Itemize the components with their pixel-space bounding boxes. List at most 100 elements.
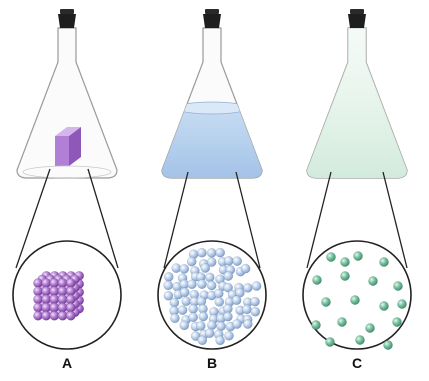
liquid-particle bbox=[198, 336, 207, 345]
gas-particle bbox=[393, 281, 402, 290]
liquid-particle bbox=[197, 280, 206, 289]
liquid-particle bbox=[201, 263, 210, 272]
solid-particle bbox=[33, 303, 42, 312]
label-b: B bbox=[197, 355, 227, 371]
solid-particle bbox=[66, 278, 75, 287]
gas-particle bbox=[321, 297, 330, 306]
liquid-particle bbox=[223, 312, 232, 321]
liquid-particle bbox=[205, 329, 214, 338]
liquid-particle bbox=[205, 273, 214, 282]
liquid-particle bbox=[180, 264, 189, 273]
gas-particle bbox=[337, 317, 346, 326]
solid-particle bbox=[33, 287, 42, 296]
liquid-particle bbox=[164, 272, 173, 281]
liquid-particle bbox=[233, 257, 242, 266]
liquid-particle bbox=[189, 304, 198, 313]
liquid-particle bbox=[187, 257, 196, 266]
solid-particle bbox=[50, 311, 59, 320]
solid-particle bbox=[42, 311, 51, 320]
gas-particle bbox=[379, 257, 388, 266]
gas-particle bbox=[392, 317, 401, 326]
liquid-particle bbox=[242, 305, 251, 314]
liquid-particle bbox=[214, 289, 223, 298]
flask-c-stopper bbox=[348, 9, 366, 28]
liquid-particle bbox=[164, 281, 173, 290]
liquid-particle bbox=[187, 280, 196, 289]
liquid-particle bbox=[216, 336, 225, 345]
solid-particle bbox=[58, 303, 67, 312]
solid-particle bbox=[66, 311, 75, 320]
liquid-particle bbox=[182, 297, 191, 306]
solid-particle bbox=[42, 278, 51, 287]
liquid-particle bbox=[252, 281, 261, 290]
gas-particle bbox=[383, 340, 392, 349]
liquid-particle bbox=[217, 322, 226, 331]
gas-particle bbox=[350, 295, 359, 304]
liquid-particle bbox=[189, 313, 198, 322]
gas-particle bbox=[340, 257, 349, 266]
flask-b bbox=[150, 9, 280, 188]
gas-particle bbox=[355, 335, 364, 344]
solid-particle bbox=[33, 295, 42, 304]
gas-particle bbox=[379, 301, 388, 310]
liquid-particle bbox=[243, 319, 252, 328]
liquid-particle bbox=[215, 297, 224, 306]
solid-particle bbox=[33, 278, 42, 287]
label-a: A bbox=[52, 355, 82, 371]
liquid-particle bbox=[207, 321, 216, 330]
gas-particle bbox=[311, 320, 320, 329]
flask-a-stopper bbox=[58, 9, 76, 28]
flask-a bbox=[17, 9, 117, 178]
gas-particle bbox=[340, 271, 349, 280]
gas-particle bbox=[353, 251, 362, 260]
solid-particle bbox=[42, 295, 51, 304]
liquid-particle bbox=[180, 321, 189, 330]
solid-particle bbox=[33, 311, 42, 320]
solid-particle bbox=[66, 295, 75, 304]
liquid-particle bbox=[241, 264, 250, 273]
liquid-particle bbox=[216, 248, 225, 257]
liquid-particle bbox=[251, 307, 260, 316]
liquid-particle bbox=[207, 248, 216, 257]
solid-particle bbox=[42, 287, 51, 296]
liquid-particle bbox=[196, 321, 205, 330]
liquid-particle bbox=[172, 264, 181, 273]
solid-particle bbox=[58, 311, 67, 320]
solid-particle bbox=[66, 303, 75, 312]
gas-particle bbox=[365, 323, 374, 332]
liquid-particle bbox=[232, 319, 241, 328]
flask-b-stopper bbox=[203, 9, 221, 28]
label-c: C bbox=[342, 355, 372, 371]
solid-particle bbox=[50, 295, 59, 304]
liquid-particle bbox=[224, 256, 233, 265]
liquid-particle bbox=[243, 283, 252, 292]
solid-particle bbox=[66, 287, 75, 296]
liquid-particle bbox=[180, 288, 189, 297]
solid-particle bbox=[42, 303, 51, 312]
gas-particle bbox=[312, 275, 321, 284]
liquid-particle bbox=[232, 296, 241, 305]
liquid-particle bbox=[170, 314, 179, 323]
liquid-particle bbox=[224, 271, 233, 280]
solid-particle bbox=[58, 295, 67, 304]
flask-c bbox=[300, 9, 415, 188]
liquid-particle bbox=[250, 297, 259, 306]
liquid-particle bbox=[207, 281, 216, 290]
gas-particle bbox=[325, 337, 334, 346]
liquid-particle bbox=[224, 331, 233, 340]
solid-particles bbox=[33, 271, 83, 320]
liquid-particle bbox=[178, 306, 187, 315]
solid-particle bbox=[58, 278, 67, 287]
solid-particle bbox=[50, 303, 59, 312]
liquid-particle bbox=[197, 248, 206, 257]
gas-particle bbox=[368, 276, 377, 285]
gas-fill bbox=[300, 28, 415, 188]
solid-particle bbox=[58, 287, 67, 296]
gas-particle bbox=[397, 299, 406, 308]
solid-particle bbox=[50, 278, 59, 287]
solid-particle bbox=[50, 287, 59, 296]
gas-particle bbox=[326, 252, 335, 261]
liquid-particle bbox=[199, 312, 208, 321]
